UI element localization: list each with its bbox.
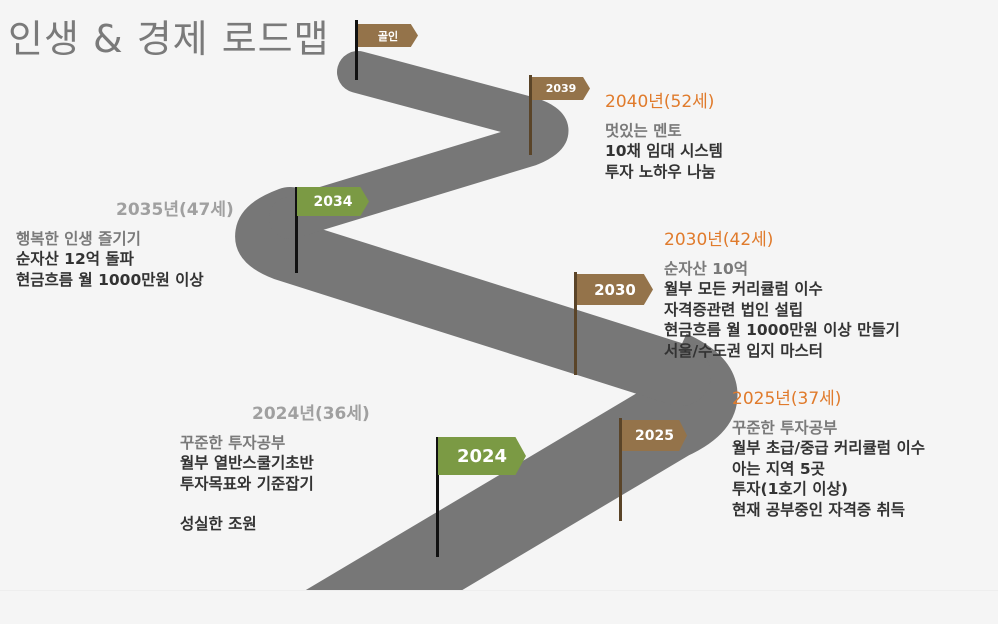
milestone-year: 2040년(52세)	[605, 92, 715, 112]
milestone-year: 2025년(37세)	[732, 389, 842, 409]
milestone-2040: 2040년(52세) 멋있는 멘토 10채 임대 시스템 투자 노하우 나눔	[605, 92, 723, 182]
milestone-2030: 2030년(42세) 순자산 10억 월부 모든 커리큘럼 이수 자격증관련 법…	[664, 230, 900, 361]
flag-2025: 2025	[622, 420, 687, 451]
milestone-item: 꾸준한 투자공부	[732, 418, 838, 437]
milestone-year: 2035년(47세)	[116, 200, 234, 220]
milestone-item: 아는 지역 5곳	[732, 459, 825, 478]
milestone-item: 월부 열반스쿨기초반	[180, 454, 314, 472]
milestone-2025: 2025년(37세) 꾸준한 투자공부 월부 초급/중급 커리큘럼 이수 아는 …	[732, 389, 925, 520]
flag-pole-2024	[436, 437, 439, 557]
milestone-item: 투자 노하우 나눔	[605, 162, 716, 181]
milestone-item: 월부 모든 커리큘럼 이수	[664, 280, 823, 298]
milestone-item: 자격증관련 법인 설립	[664, 300, 804, 319]
flag-pole-2030	[574, 272, 577, 375]
bottom-strip	[0, 590, 998, 624]
milestone-item: 순자산 10억	[664, 259, 749, 278]
spacer	[180, 494, 370, 514]
milestone-item: 꾸준한 투자공부	[180, 433, 286, 452]
flag-pole-2034	[295, 187, 298, 273]
page-title: 인생 & 경제 로드맵	[8, 17, 330, 61]
milestone-item: 순자산 12억 돌파	[16, 250, 134, 268]
milestone-item: 10채 임대 시스템	[605, 142, 723, 160]
flag-pole-goal	[355, 20, 358, 80]
milestone-item: 투자(1호기 이상)	[732, 480, 848, 498]
milestone-year: 2024년(36세)	[252, 404, 370, 424]
flag-2039: 2039	[532, 77, 590, 100]
milestone-2024: 2024년(36세) 꾸준한 투자공부 월부 열반스쿨기초반 투자목표와 기준잡…	[180, 404, 370, 535]
milestone-item: 투자목표와 기준잡기	[180, 474, 314, 493]
milestone-item: 월부 초급/중급 커리큘럼 이수	[732, 439, 925, 457]
milestone-year: 2030년(42세)	[664, 230, 774, 250]
milestone-item: 현재 공부중인 자격증 취득	[732, 500, 906, 519]
flag-pole-2025	[619, 418, 622, 521]
flag-goal: 골인	[358, 24, 418, 47]
milestone-item: 성실한 조원	[180, 515, 257, 533]
milestone-item: 행복한 인생 즐기기	[16, 229, 141, 248]
milestone-item: 서울/수도권 입지 마스터	[664, 341, 824, 360]
flag-pole-2039	[529, 75, 532, 155]
flag-2030: 2030	[577, 274, 653, 305]
milestone-item: 멋있는 멘토	[605, 121, 682, 140]
flag-2034: 2034	[297, 187, 369, 216]
flag-2024: 2024	[438, 437, 526, 475]
milestone-item: 현금흐름 월 1000만원 이상 만들기	[664, 321, 900, 339]
milestone-2035: 2035년(47세) 행복한 인생 즐기기 순자산 12억 돌파 현금흐름 월 …	[16, 200, 234, 290]
milestone-item: 현금흐름 월 1000만원 이상	[16, 270, 204, 289]
